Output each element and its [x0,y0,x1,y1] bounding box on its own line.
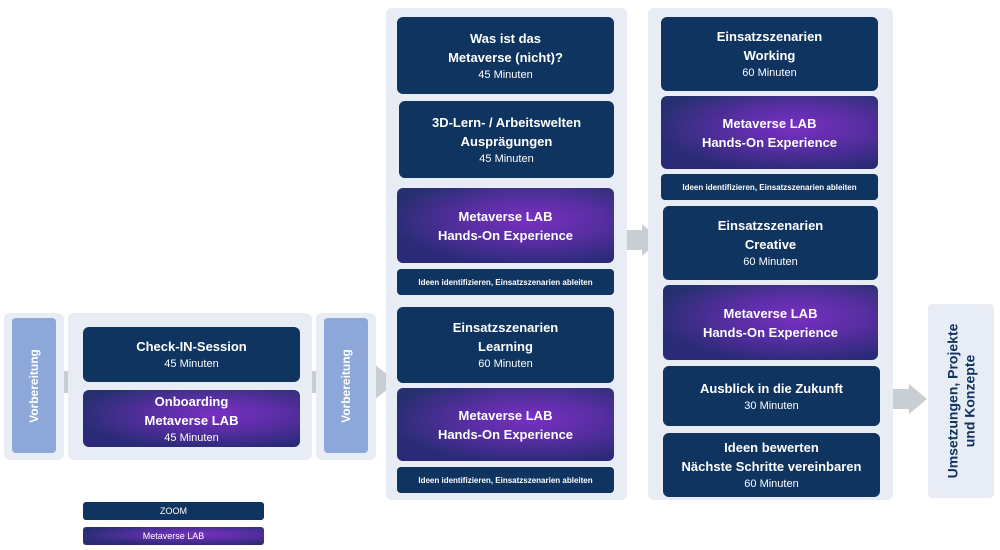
col4-item4-title-line2: Nächste Schritte vereinbaren [681,459,862,474]
prep-block-1: Vorbereitung [12,318,56,453]
col4-lab2-box: Metaverse LAB Hands-On Experience [663,285,878,360]
col3-item2-title-line1: 3D-Lern- / Arbeitswelten [431,114,582,130]
col4-lab1-box: Metaverse LAB Hands-On Experience [661,96,878,169]
col3-item3-title-line1: Einsatzszenarien [452,320,559,335]
col4-item2-title-line2: Creative [744,237,797,252]
checkin-duration: 45 Minuten [164,358,219,370]
col4-lab2-title-line1: Metaverse LAB [723,305,818,321]
col4-lab1-title-line1: Metaverse LAB [722,115,817,131]
col3-item3-box: Einsatzszenarien Learning 60 Minuten [397,307,614,383]
col3-item1-duration: 45 Minuten [478,68,533,81]
checkin-title: Check-IN-Session [136,339,247,354]
prep-block-2: Vorbereitung [324,318,368,453]
col3-item3-duration: 60 Minuten [478,358,533,370]
col4-item2-duration: 60 Minuten [743,256,798,268]
outcome-block: Umsetzungen, Projekte und Konzepte [928,304,994,498]
outcome-line2: und Konzepte [961,354,978,448]
prep-label-2: Vorbereitung [339,348,353,423]
col4-lab2-title-line2: Hands-On Experience [702,324,839,340]
legend-zoom: ZOOM [83,502,264,520]
legend-metaverse-lab: Metaverse LAB [83,527,264,545]
col3-item2-box: 3D-Lern- / Arbeitswelten Ausprägungen 45… [399,101,614,178]
prep-label-1: Vorbereitung [27,348,41,423]
col3-item1-box: Was ist das Metaverse (nicht)? 45 Minute… [397,17,614,94]
col4-item1-title-line2: Working [743,48,796,63]
col3-lab1-title-line1: Metaverse LAB [458,208,553,224]
onboarding-title-line2: Metaverse LAB [144,412,239,428]
onboarding-title-line1: Onboarding [154,393,229,409]
col4-item3-duration: 30 Minuten [744,399,799,412]
col4-item1-title-line1: Einsatzszenarien [716,29,823,44]
col4-item2-box: Einsatzszenarien Creative 60 Minuten [663,206,878,280]
col4-note1: Ideen identifizieren, Einsatzszenarien a… [661,174,878,200]
col3-note2: Ideen identifizieren, Einsatzszenarien a… [397,467,614,493]
col4-item1-duration: 60 Minuten [742,67,797,79]
col3-note1: Ideen identifizieren, Einsatzszenarien a… [397,269,614,295]
col4-item3-box: Ausblick in die Zukunft 30 Minuten [663,366,880,426]
col3-lab2-title-line1: Metaverse LAB [458,407,553,423]
col4-item4-box: Ideen bewerten Nächste Schritte vereinba… [663,433,880,497]
checkin-session-box: Check-IN-Session 45 Minuten [83,327,300,382]
col3-lab1-box: Metaverse LAB Hands-On Experience [397,188,614,263]
onboarding-duration: 45 Minuten [164,431,219,444]
col3-item1-title-line2: Metaverse (nicht)? [448,49,563,65]
col3-item2-title-line2: Ausprägungen [460,133,553,149]
col4-item4-title-line1: Ideen bewerten [724,440,819,455]
outcome-label: Umsetzungen, Projekte und Konzepte [944,324,978,479]
onboarding-box: Onboarding Metaverse LAB 45 Minuten [83,390,300,447]
col4-item1-box: Einsatzszenarien Working 60 Minuten [661,17,878,91]
col4-item4-duration: 60 Minuten [744,478,799,490]
col3-item3-title-line2: Learning [478,339,533,354]
outcome-line1: Umsetzungen, Projekte [944,323,961,479]
col3-item1-title-line1: Was ist das [469,30,542,46]
col3-lab1-title-line2: Hands-On Experience [437,227,574,243]
col4-lab1-title-line2: Hands-On Experience [701,134,838,150]
col3-lab2-title-line2: Hands-On Experience [437,426,574,442]
col3-item2-duration: 45 Minuten [479,152,534,165]
col4-item2-title-line1: Einsatzszenarien [717,218,824,233]
col4-item3-title: Ausblick in die Zukunft [699,380,843,396]
col3-lab2-box: Metaverse LAB Hands-On Experience [397,388,614,461]
